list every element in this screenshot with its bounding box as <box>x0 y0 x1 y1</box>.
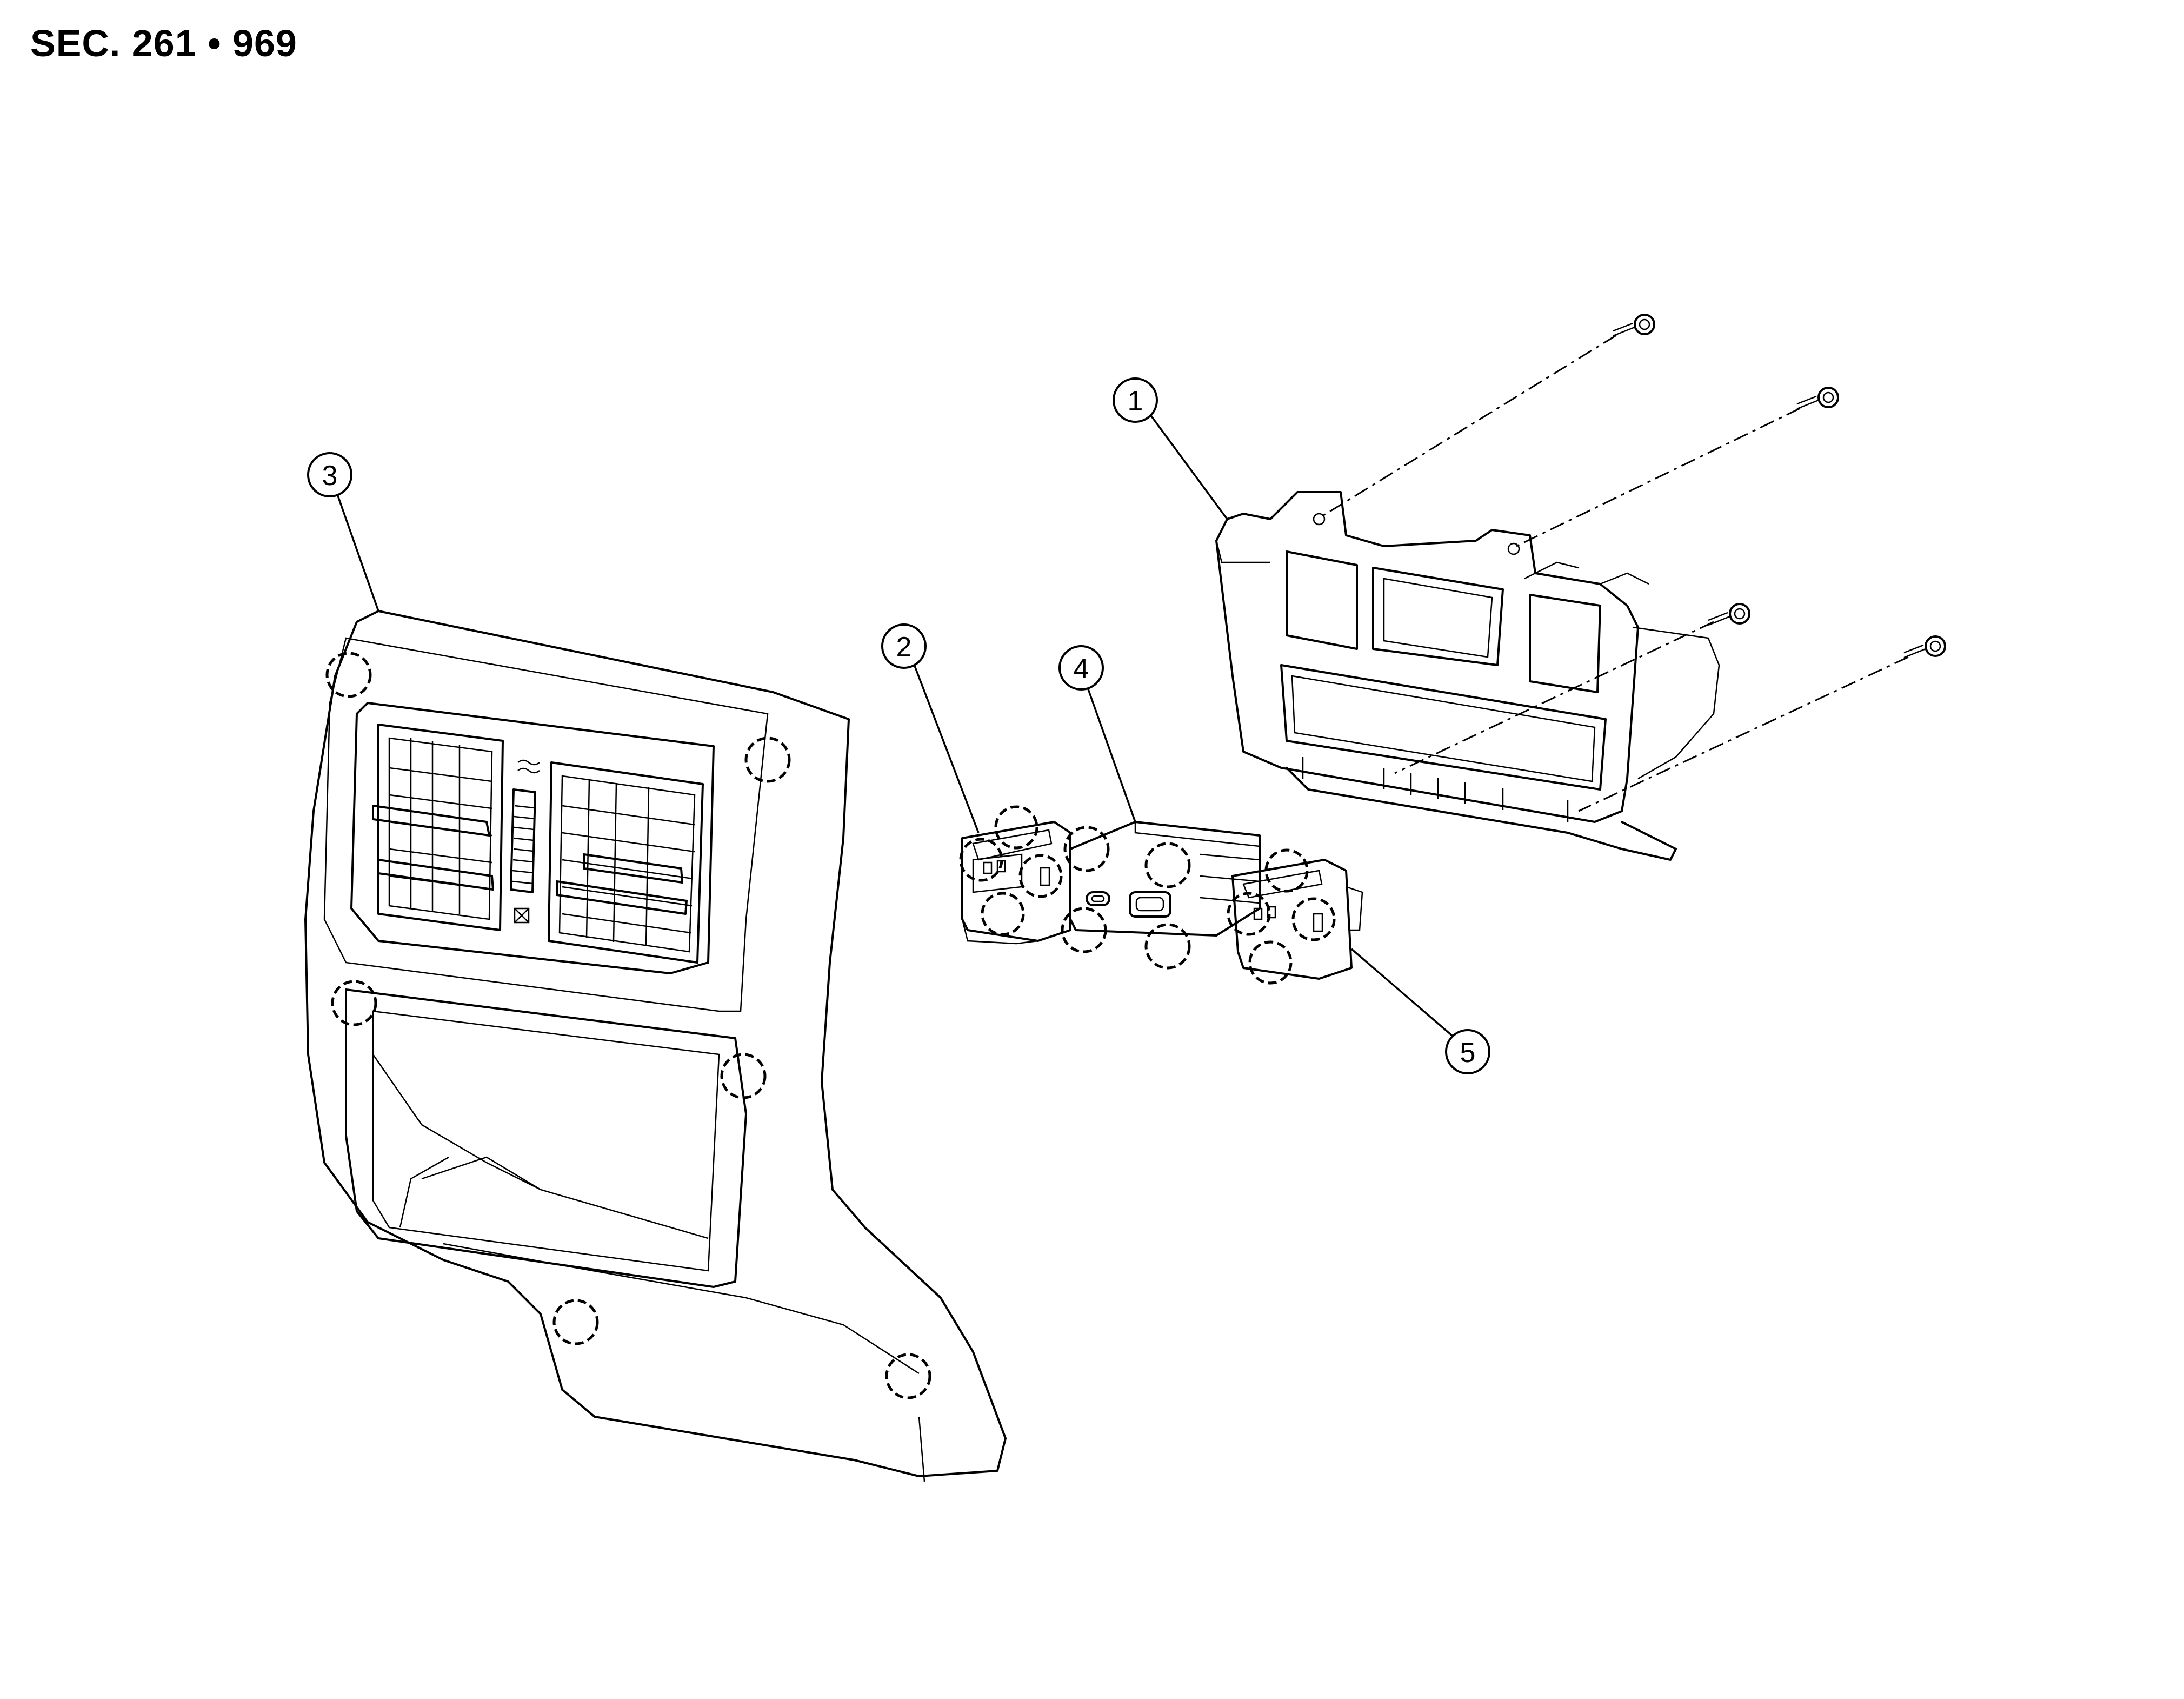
switch-left <box>959 805 1071 945</box>
callout-5-label: 5 <box>1460 1037 1476 1068</box>
callout-1: 1 <box>1113 377 1158 423</box>
screws <box>1613 314 1946 659</box>
installation-lines <box>1321 334 1909 812</box>
callout-4-label: 4 <box>1074 653 1089 685</box>
callout-4: 4 <box>1058 645 1104 691</box>
usb-unit <box>1061 821 1261 970</box>
callout-1-label: 1 <box>1128 386 1143 417</box>
rear-console-finisher <box>304 610 1007 1482</box>
section-reference: SEC. 261 • 969 <box>30 22 297 64</box>
switch-right <box>1227 848 1363 985</box>
callout-5: 5 <box>1445 1029 1490 1074</box>
callout-2: 2 <box>881 623 927 669</box>
leader-lines <box>330 399 1469 1050</box>
callout-3: 3 <box>307 452 352 497</box>
bracket <box>1215 491 1720 861</box>
callout-2-label: 2 <box>896 632 912 663</box>
finisher-clips <box>325 652 931 1399</box>
callout-3-label: 3 <box>322 460 338 492</box>
